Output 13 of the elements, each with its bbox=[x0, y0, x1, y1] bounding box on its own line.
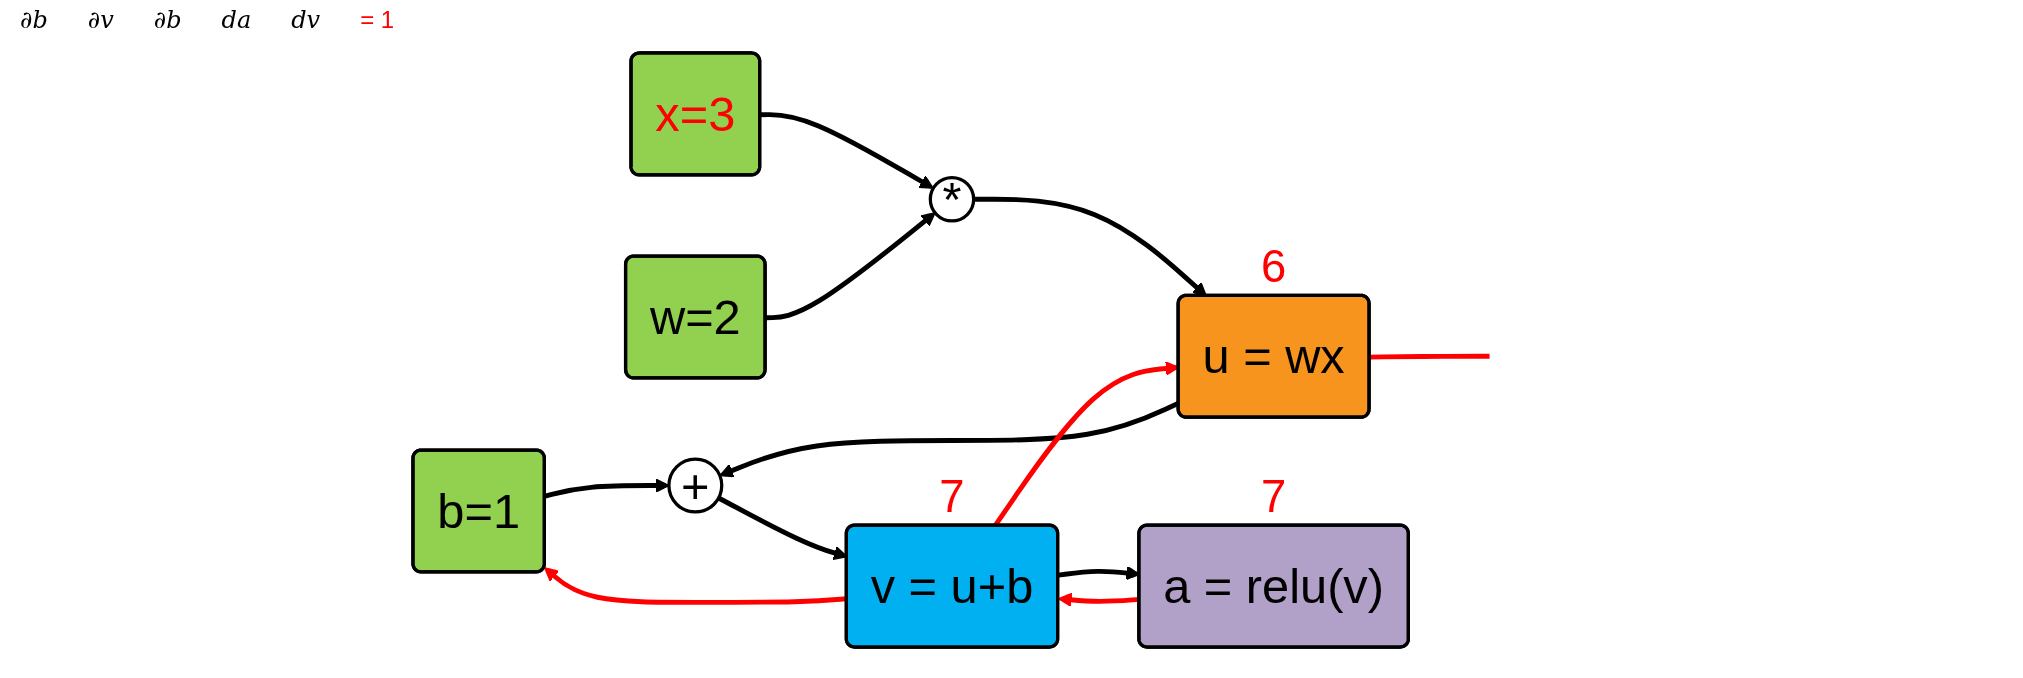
value-label: 7 bbox=[939, 471, 965, 523]
equation-value: = 1 bbox=[360, 6, 395, 34]
arrow bbox=[760, 112, 934, 189]
arrow bbox=[543, 567, 848, 605]
math-term: ∂v bbox=[87, 6, 114, 34]
math-term: da bbox=[221, 6, 252, 34]
value-label: 6 bbox=[1260, 241, 1287, 293]
node-circle: + bbox=[667, 457, 724, 514]
node-circle: * bbox=[928, 175, 976, 223]
math-term: ∂b bbox=[153, 6, 182, 34]
value-label: 7 bbox=[1260, 471, 1287, 523]
math-term: ∂b bbox=[20, 6, 48, 34]
math-term: dv bbox=[291, 6, 321, 34]
